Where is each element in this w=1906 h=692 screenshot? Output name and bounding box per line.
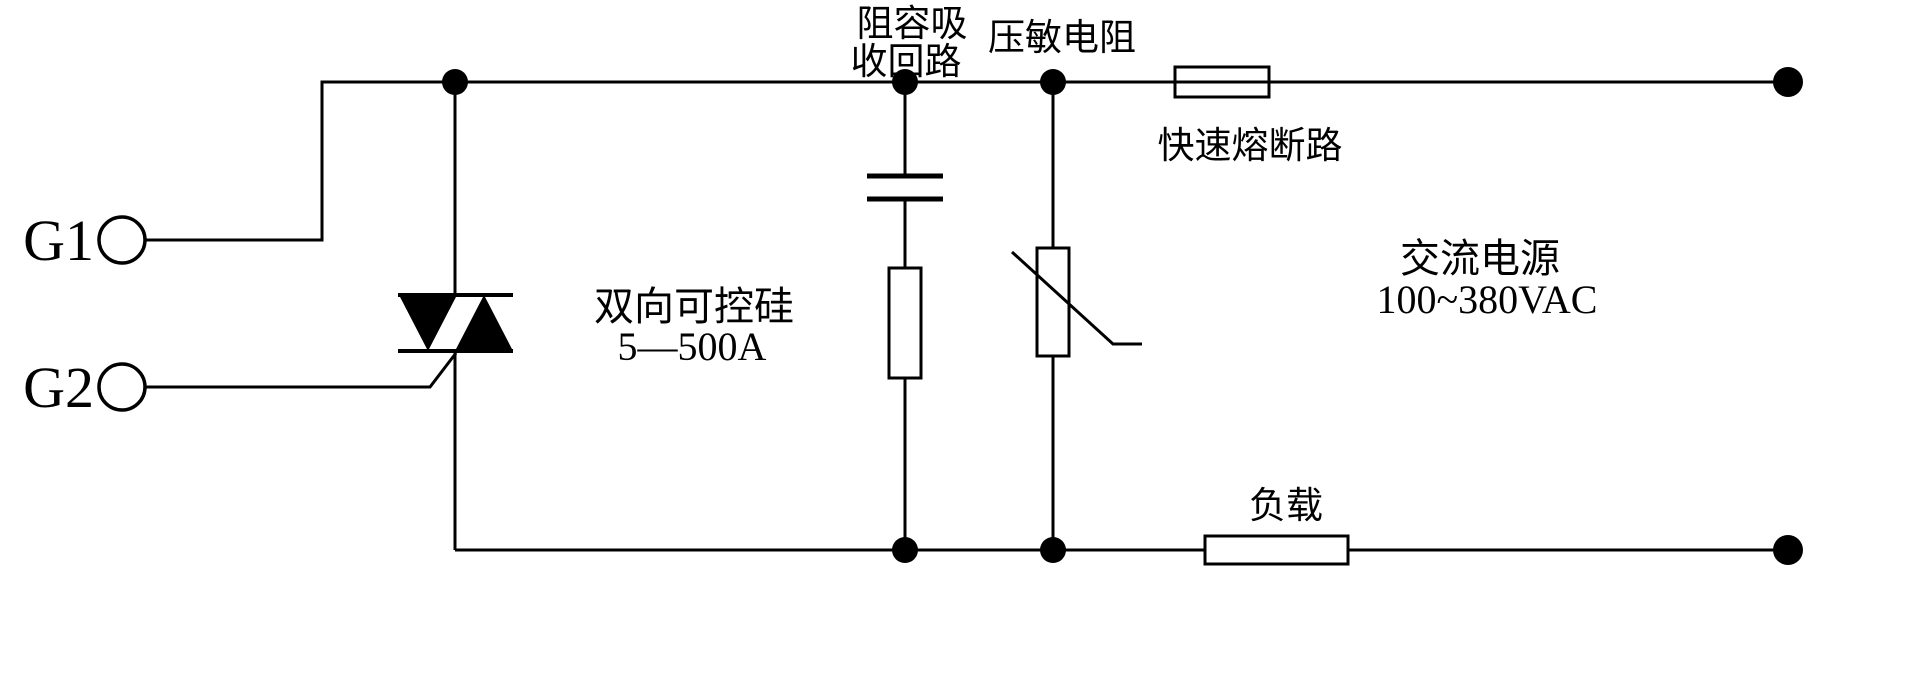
terminal-g1-label: G1: [23, 208, 94, 273]
triac-triangle-up-icon: [455, 295, 513, 351]
triac-name-label: 双向可控硅: [594, 284, 794, 329]
junction-dot-snubber-top: [892, 69, 918, 95]
ac-terminal-top-dot: [1773, 67, 1803, 97]
junction-dot-varistor-top: [1040, 69, 1066, 95]
terminal-g2-label: G2: [23, 355, 94, 420]
wire-g1-to-top-bus: [145, 80, 1788, 242]
snubber-label-line2: 收回路: [851, 42, 962, 83]
varistor-diagonal-icon: [1010, 250, 1142, 346]
terminal-g1-circle: [97, 215, 147, 265]
triac-triangle-down-icon: [399, 295, 457, 351]
ac-voltage-label: 100~380VAC: [1377, 277, 1598, 322]
snubber-label-line1: 阻容吸: [857, 3, 968, 45]
ac-terminal-bottom-dot: [1773, 535, 1803, 565]
varistor-body-icon: [1035, 246, 1071, 358]
ac-source-label: 交流电源: [1400, 236, 1560, 281]
varistor-label: 压敏电阻: [988, 18, 1136, 59]
junction-dot-triac-top: [442, 69, 468, 95]
terminal-g2-circle: [97, 362, 147, 412]
junction-dot-snubber-bottom: [892, 537, 918, 563]
load-icon: [1203, 534, 1350, 566]
triac-rating-label: 5—500A: [618, 324, 767, 369]
fuse-label: 快速熔断路: [1158, 125, 1343, 167]
junction-dot-varistor-bottom: [1040, 537, 1066, 563]
snubber-resistor-icon: [887, 266, 923, 380]
fuse-icon: [1173, 65, 1271, 99]
load-label: 负载: [1249, 485, 1323, 527]
wire-g2-gate: [145, 352, 458, 389]
